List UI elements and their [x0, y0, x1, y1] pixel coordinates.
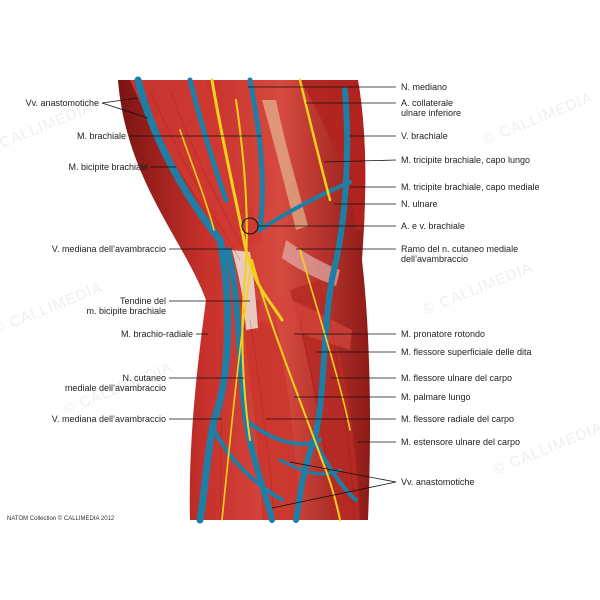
median-vein — [225, 247, 275, 523]
ulnar-nerve — [298, 78, 332, 202]
label-a-collaterale: A. collaterale ulnare inferiore — [401, 98, 462, 118]
label-ramo-cutaneo: Ramo del n. cutaneo mediale dell’avambra… — [401, 244, 519, 264]
anastomosis-mid — [258, 180, 352, 232]
label-m-tricipite-mediale: M. tricipite brachiale, capo mediale — [401, 182, 540, 192]
label-m-brachiale: M. brachiale — [76, 131, 126, 141]
label-m-flessore-radiale: M. flessore radiale del carpo — [401, 414, 515, 424]
label-m-flessore-ulnare: M. flessore ulnare del carpo — [401, 373, 513, 383]
anastomosis-low — [212, 428, 284, 502]
label-n-mediano: N. mediano — [401, 82, 448, 92]
label-vv-anastomotiche-top: Vv. anastomotiche — [25, 98, 99, 108]
anastomosis-top — [187, 77, 229, 203]
cutaneous-nerve-5 — [179, 129, 215, 231]
nerves-group — [179, 78, 351, 521]
aponeurosis — [282, 240, 340, 286]
cutaneous-nerve-1 — [235, 99, 251, 441]
biceps-muscle — [130, 80, 262, 250]
label-m-brachio-radiale: M. brachio-radiale — [120, 329, 193, 339]
cutaneous-nerve-2 — [251, 259, 341, 521]
label-m-bicipite-brachiale: M. bicipite brachiale — [68, 162, 148, 172]
label-m-estensore-ulnare: M. estensore ulnare del carpo — [401, 437, 521, 447]
label-v-mediana-avambraccio-2: V. mediana dell’avambraccio — [51, 414, 166, 424]
label-m-pronatore-rotondo: M. pronatore rotondo — [401, 329, 486, 339]
forearm-muscle-2 — [290, 280, 360, 520]
anastomosis-lower-cross — [278, 458, 342, 476]
cephalic-vein — [134, 76, 232, 524]
fascia-highlight — [262, 100, 308, 230]
leader-lines — [101, 86, 397, 509]
label-m-tricipite-lungo: M. tricipite brachiale, capo lungo — [401, 155, 531, 165]
label-tendine-bicipite: Tendine del m. bicipite brachiale — [86, 296, 166, 316]
credit-text: NATOM Collection © CALLIMEDIA 2012 — [7, 516, 115, 522]
cutaneous-nerve-4 — [299, 249, 351, 431]
label-m-flessore-superficiale: M. flessore superficiale delle dita — [401, 347, 532, 357]
label-v-brachiale: V. brachiale — [401, 131, 448, 141]
label-m-palmare-lungo: M. palmare lungo — [401, 392, 471, 402]
label-n-cutaneo-mediale: N. cutaneo mediale dell’avambraccio — [64, 373, 166, 393]
cutaneous-nerve-3 — [221, 259, 253, 521]
forearm-muscle-1 — [240, 300, 300, 520]
label-n-ulnare: N. ulnare — [401, 199, 438, 209]
brachial-vein — [247, 77, 265, 233]
label-a-v-brachiale: A. e v. brachiale — [401, 221, 465, 231]
veins-group — [134, 76, 358, 524]
median-nerve — [210, 78, 284, 322]
label-vv-anastomotiche-bottom: Vv. anastomotiche — [401, 477, 475, 487]
label-v-mediana-avambraccio-1: V. mediana dell’avambraccio — [51, 244, 166, 254]
basilic-vein — [293, 87, 351, 523]
